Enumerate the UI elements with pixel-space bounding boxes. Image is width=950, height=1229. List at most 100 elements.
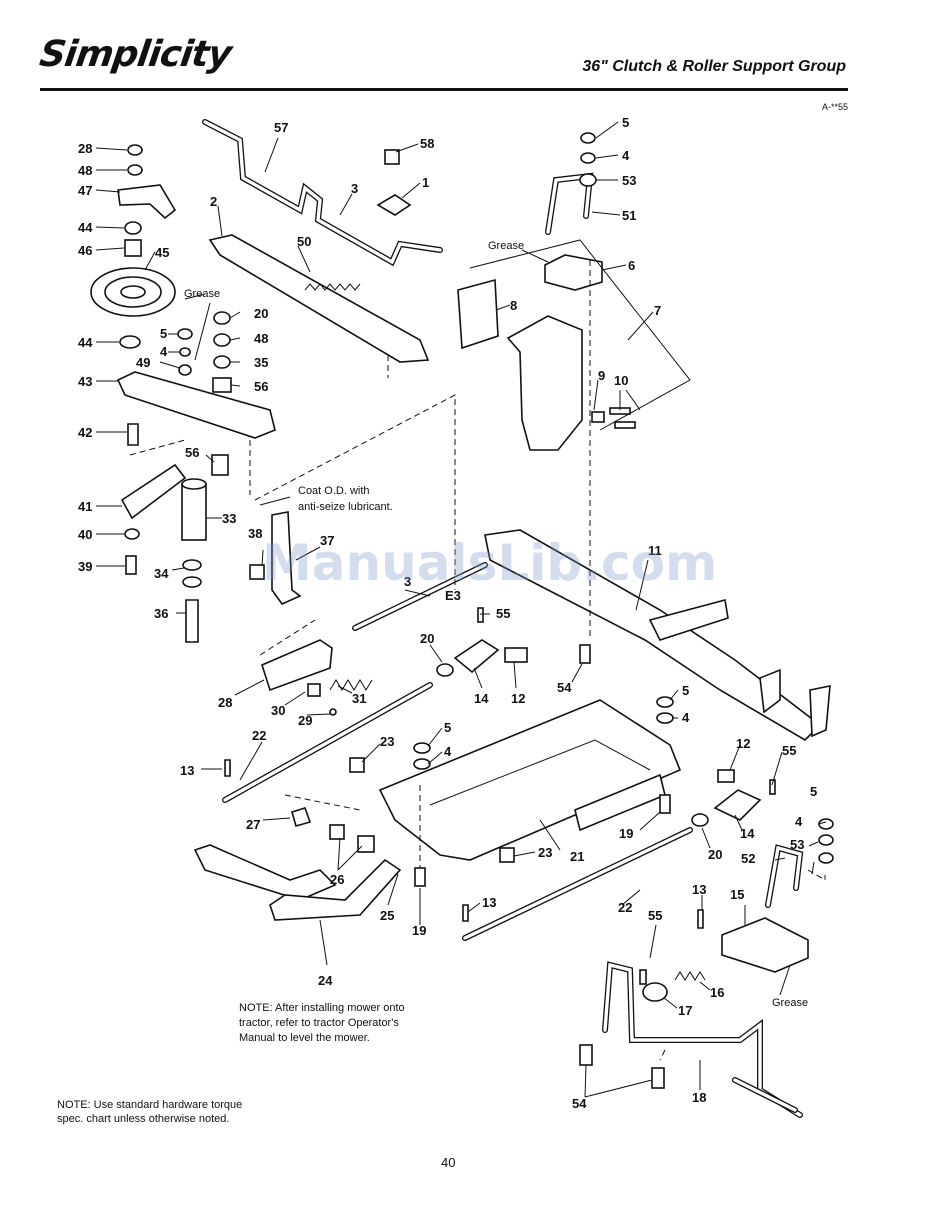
callout-45: 45 bbox=[155, 245, 169, 260]
callout-23: 23 bbox=[380, 734, 394, 749]
callout-37: 37 bbox=[320, 533, 334, 548]
callout-5: 5 bbox=[444, 720, 451, 735]
page-number: 40 bbox=[441, 1155, 456, 1170]
leader-lines bbox=[95, 121, 827, 1098]
callout-48: 48 bbox=[254, 331, 268, 346]
callout-48: 48 bbox=[78, 163, 92, 178]
callout-30: 30 bbox=[271, 703, 285, 718]
callout-49: 49 bbox=[136, 355, 150, 370]
callout-55: 55 bbox=[782, 743, 796, 758]
callout-numbers: 28 48 47 44 46 45 44 43 42 41 40 39 34 3… bbox=[78, 115, 817, 1111]
callout-28: 28 bbox=[78, 141, 92, 156]
coat-note-line1: Coat O.D. with bbox=[298, 485, 370, 497]
callout-15: 15 bbox=[730, 887, 744, 902]
callout-14: 14 bbox=[474, 691, 489, 706]
callout-6: 6 bbox=[628, 258, 635, 273]
callout-3: 3 bbox=[404, 574, 411, 589]
callout-26: 26 bbox=[330, 872, 344, 887]
callout-57: 57 bbox=[274, 120, 288, 135]
annotations: Grease Grease Grease Coat O.D. with anti… bbox=[184, 240, 808, 1009]
callout-13: 13 bbox=[692, 882, 706, 897]
grease-label: Grease bbox=[184, 288, 220, 300]
callout-42: 42 bbox=[78, 425, 92, 440]
callout-43: 43 bbox=[78, 374, 92, 389]
callout-4: 4 bbox=[682, 710, 690, 725]
callout-22: 22 bbox=[618, 900, 632, 915]
callout-39: 39 bbox=[78, 559, 92, 574]
header-rule bbox=[40, 88, 848, 91]
callout-4: 4 bbox=[444, 744, 452, 759]
callout-7: 7 bbox=[654, 303, 661, 318]
callout-53: 53 bbox=[790, 837, 804, 852]
callout-4: 4 bbox=[795, 814, 803, 829]
watermark: ManualsLib.com bbox=[262, 534, 718, 592]
callout-1: 1 bbox=[422, 175, 429, 190]
callout-41: 41 bbox=[78, 499, 92, 514]
part-drawings bbox=[90, 119, 834, 1118]
grease-label: Grease bbox=[772, 997, 808, 1009]
callout-13: 13 bbox=[482, 895, 496, 910]
callout-5: 5 bbox=[810, 784, 817, 799]
callout-35: 35 bbox=[254, 355, 268, 370]
figure-id: A-**55 bbox=[821, 102, 848, 112]
callout-20: 20 bbox=[708, 847, 722, 862]
callout-4: 4 bbox=[622, 148, 630, 163]
callout-40: 40 bbox=[78, 527, 92, 542]
callout-50: 50 bbox=[297, 234, 311, 249]
callout-54: 54 bbox=[572, 1096, 587, 1111]
callout-58: 58 bbox=[420, 136, 434, 151]
callout-56: 56 bbox=[185, 445, 199, 460]
callout-47: 47 bbox=[78, 183, 92, 198]
callout-29: 29 bbox=[298, 713, 312, 728]
callout-12: 12 bbox=[736, 736, 750, 751]
callout-31: 31 bbox=[352, 691, 366, 706]
callout-51: 51 bbox=[622, 208, 636, 223]
callout-21: 21 bbox=[570, 849, 584, 864]
callout-13: 13 bbox=[180, 763, 194, 778]
callout-28: 28 bbox=[218, 695, 232, 710]
callout-9: 9 bbox=[598, 368, 605, 383]
callout-19: 19 bbox=[412, 923, 426, 938]
callout-46: 46 bbox=[78, 243, 92, 258]
grease-label: Grease bbox=[488, 240, 524, 252]
callout-55: 55 bbox=[648, 908, 662, 923]
callout-4: 4 bbox=[160, 344, 168, 359]
callout-44: 44 bbox=[78, 220, 93, 235]
callout-20: 20 bbox=[254, 306, 268, 321]
assembly-lines bbox=[129, 260, 826, 1061]
callout-10: 10 bbox=[614, 373, 628, 388]
callout-25: 25 bbox=[380, 908, 394, 923]
callout-36: 36 bbox=[154, 606, 168, 621]
callout-38: 38 bbox=[248, 526, 262, 541]
callout-11: 11 bbox=[648, 543, 662, 558]
coat-note-line2: anti-seize lubricant. bbox=[298, 501, 393, 513]
callout-5: 5 bbox=[682, 683, 689, 698]
callout-24: 24 bbox=[318, 973, 333, 988]
mower-leveling-note: NOTE: After installing mower onto tracto… bbox=[239, 1002, 405, 1044]
callout-5: 5 bbox=[160, 326, 167, 341]
callout-e3: E3 bbox=[445, 588, 461, 603]
callout-19: 19 bbox=[619, 826, 633, 841]
callout-53: 53 bbox=[622, 173, 636, 188]
callout-34: 34 bbox=[154, 566, 169, 581]
callout-20: 20 bbox=[420, 631, 434, 646]
callout-18: 18 bbox=[692, 1090, 706, 1105]
callout-22: 22 bbox=[252, 728, 266, 743]
callout-56: 56 bbox=[254, 379, 268, 394]
callout-52: 52 bbox=[741, 851, 755, 866]
callout-54: 54 bbox=[557, 680, 572, 695]
callout-33: 33 bbox=[222, 511, 236, 526]
callout-2: 2 bbox=[210, 194, 217, 209]
callout-16: 16 bbox=[710, 985, 724, 1000]
callout-55: 55 bbox=[496, 606, 510, 621]
page-title: 36" Clutch & Roller Support Group bbox=[582, 58, 846, 75]
callout-3: 3 bbox=[351, 181, 358, 196]
callout-17: 17 bbox=[678, 1003, 692, 1018]
callout-44: 44 bbox=[78, 335, 93, 350]
callout-12: 12 bbox=[511, 691, 525, 706]
callout-27: 27 bbox=[246, 817, 260, 832]
hardware-torque-note: NOTE: Use standard hardware torque spec.… bbox=[57, 1099, 243, 1125]
callout-8: 8 bbox=[510, 298, 517, 313]
callout-23: 23 bbox=[538, 845, 552, 860]
